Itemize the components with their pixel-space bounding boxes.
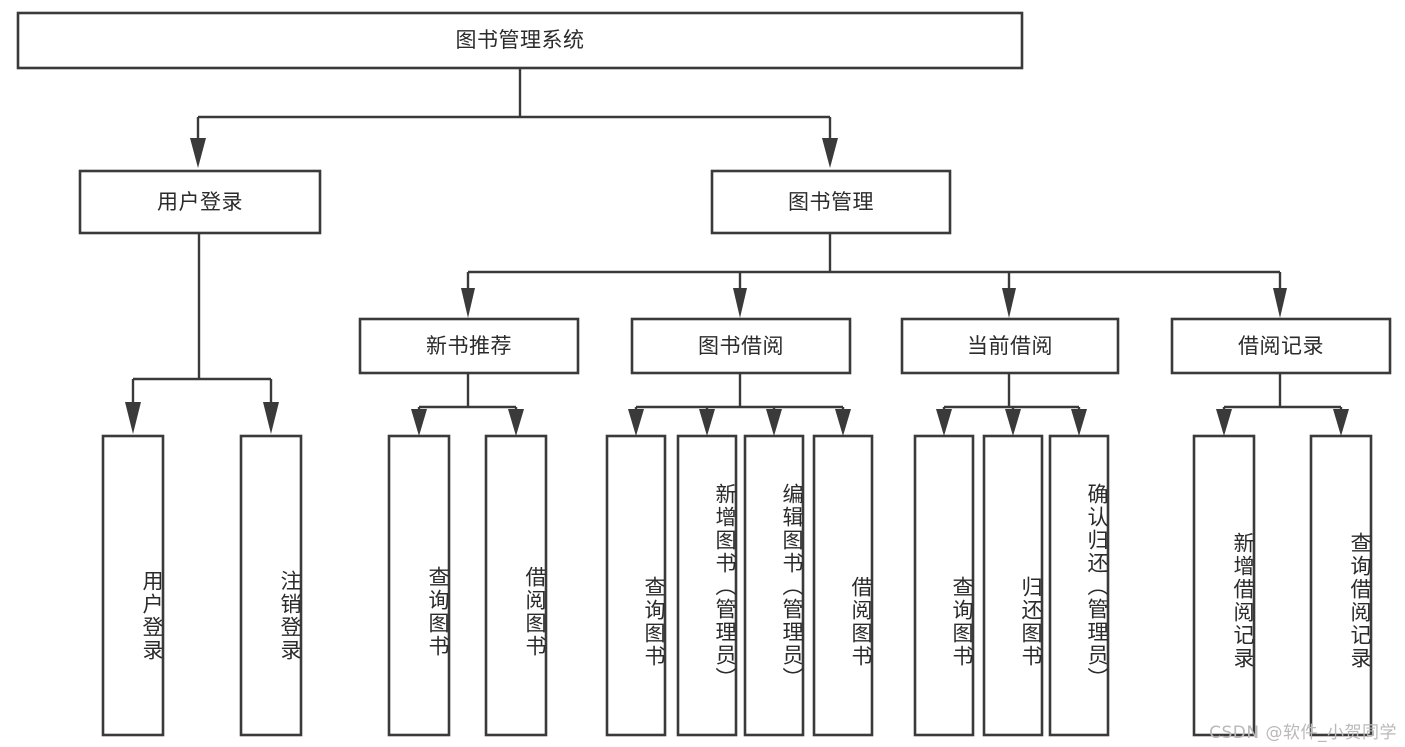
label-leaf-bb-borrow-book: 借阅图书 [849,576,873,668]
label-leaf-br-query-record: 查询借阅记录 [1348,531,1372,670]
arrow-head-borrow-record [1273,288,1287,318]
node-box-book-borrow[interactable] [630,317,852,375]
label-borrow-record: 借阅记录 [1238,333,1324,358]
arrow-head-book-borrow [733,288,747,318]
arrow-head-bb-leaf-4 [835,409,851,436]
label-leaf-bb-query-book: 查询图书 [642,576,666,668]
label-current-borrow: 当前借阅 [967,333,1053,358]
node-box-leaf-nbr-borrow-book[interactable] [484,434,548,737]
watermark-text: CSDN @软件_小贺同学 [1209,723,1397,743]
arrow-head-nbr-leaf-1 [411,409,427,436]
label-new-book-recommend: 新书推荐 [426,333,512,358]
node-box-leaf-nbr-query-book[interactable] [387,434,451,737]
node-box-leaf-br-query-record[interactable] [1309,434,1373,737]
arrow-head-bb-leaf-3 [766,409,782,436]
arrow-head-leaf-logout [263,402,279,434]
arrow-head-br-leaf-2 [1333,409,1349,436]
arrow-head-new-book-recommend [461,288,475,318]
label-leaf-cb-confirm-return: 确认归还（管理员） [1085,483,1109,690]
label-user-login: 用户登录 [157,189,243,214]
node-box-current-borrow[interactable] [900,317,1120,375]
node-box-leaf-cb-query-book[interactable] [913,434,975,737]
node-box-leaf-bb-edit-book[interactable] [743,434,805,737]
arrow-head-leaf-user-login [125,402,141,434]
arrow-head-user-login [190,138,206,168]
label-leaf-cb-return-book: 归还图书 [1019,576,1043,668]
label-leaf-br-add-record: 新增借阅记录 [1231,531,1255,670]
node-box-leaf-user-login[interactable] [101,434,165,737]
node-box-root[interactable] [16,11,1024,70]
node-box-leaf-bb-query-book[interactable] [605,434,667,737]
label-root: 图书管理系统 [455,28,585,53]
label-leaf-logout: 注销登录 [278,570,302,662]
arrow-head-bb-leaf-1 [628,409,644,436]
label-leaf-nbr-query-book: 查询图书 [426,566,450,658]
arrow-head-cb-leaf-1 [936,409,952,436]
label-leaf-bb-add-book: 新增图书（管理员） [713,483,737,690]
arrow-head-bb-leaf-2 [699,409,715,436]
label-book-borrow: 图书借阅 [698,333,784,358]
arrow-head-current-borrow [1002,288,1016,318]
label-leaf-cb-query-book: 查询图书 [950,576,974,668]
arrow-head-cb-leaf-3 [1071,409,1087,436]
node-box-leaf-br-add-record[interactable] [1192,434,1256,737]
node-box-leaf-logout[interactable] [239,434,303,737]
node-box-user-login[interactable] [78,169,322,235]
arrow-head-br-leaf-1 [1216,409,1232,436]
node-box-leaf-bb-add-book[interactable] [676,434,738,737]
arrow-head-book-manage [822,138,838,168]
node-box-leaf-cb-return-book[interactable] [982,434,1044,737]
node-box-leaf-bb-borrow-book[interactable] [812,434,874,737]
label-leaf-bb-edit-book: 编辑图书（管理员） [780,483,804,690]
arrow-head-nbr-leaf-2 [508,409,524,436]
label-leaf-nbr-borrow-book: 借阅图书 [523,566,547,658]
node-box-new-book-recommend[interactable] [358,317,580,375]
arrow-head-cb-leaf-2 [1005,409,1021,436]
label-leaf-user-login: 用户登录 [140,570,164,662]
label-book-manage: 图书管理 [788,189,874,214]
node-box-book-manage[interactable] [710,169,952,235]
node-box-leaf-cb-confirm-return[interactable] [1048,434,1110,737]
